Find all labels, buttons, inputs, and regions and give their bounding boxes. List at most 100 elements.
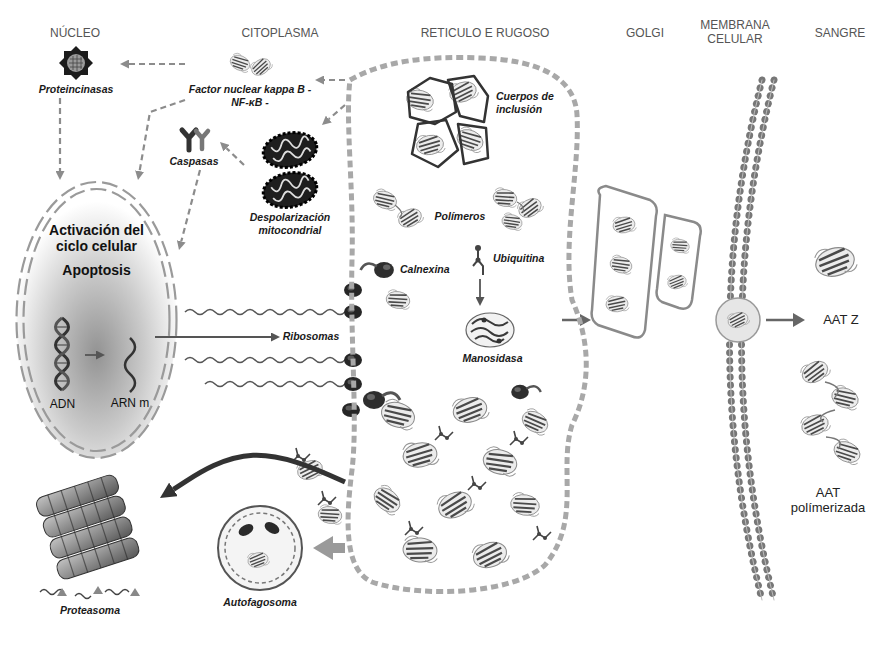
- node-label: Autofagosoma: [205, 596, 315, 609]
- er-folding-proteins: [363, 385, 553, 572]
- autophagosome-icon: [246, 549, 270, 569]
- inclusion-body-node-outline: [458, 124, 488, 164]
- polymer-chains: [515, 194, 545, 222]
- er-region-outline: [345, 22, 595, 592]
- er-folding-proteins: [468, 476, 486, 490]
- mrna-strands: [185, 358, 345, 363]
- protein-label: AAT Z: [810, 312, 872, 327]
- aat-z-protein: [812, 242, 858, 281]
- caspase-icon: [196, 131, 208, 149]
- mitochondria-icon: [270, 176, 311, 202]
- node-label: RETICULO E RUGOSO: [375, 26, 595, 40]
- polymer-chains: [371, 187, 400, 212]
- aat-polymer: [831, 437, 865, 467]
- secretion-arrow: [766, 313, 805, 327]
- er-folding-proteins: [510, 431, 528, 445]
- kinase-node: Proteincinasas: [32, 45, 120, 98]
- column-header: SANGRE: [808, 26, 872, 40]
- inclusion-body-node: Cuerpos de inclusión: [400, 72, 558, 172]
- mrna-strands: [185, 310, 345, 387]
- pathway-arrow: [129, 63, 185, 65]
- aat-z-protein: [812, 242, 858, 281]
- mitochondria-icon: [260, 129, 319, 212]
- column-header: CITOPLASMA: [230, 26, 330, 40]
- golgi-cisternae: [612, 214, 637, 234]
- dna-helix: [56, 318, 69, 390]
- pathway-arrow: [333, 543, 345, 553]
- node-label: Ubiquitina: [493, 252, 556, 265]
- aat-polymer: [829, 383, 862, 412]
- node-label: Apoptosis: [41, 262, 152, 278]
- golgi-cisternae: [592, 186, 657, 338]
- mannosidase-icon: [497, 339, 502, 344]
- protein-label: AAT polímerizada: [782, 485, 874, 515]
- node-label: Proteincinasas: [34, 83, 118, 96]
- pathway-arrow: [59, 98, 61, 171]
- ubiquitin-icon: [475, 245, 481, 251]
- proteasome-icon: [57, 586, 140, 596]
- mitochondria-icon: [260, 129, 319, 172]
- autophagosome-node: Autofagosoma: [205, 502, 315, 611]
- secretory-vesicle: [716, 298, 760, 342]
- inclusion-body-proteins: [415, 132, 446, 157]
- er-folding-proteins: [509, 491, 542, 517]
- node-label: Proteasoma: [20, 604, 160, 617]
- golgi-cisternae: [657, 215, 701, 309]
- node-label: Manosidasa: [445, 352, 540, 365]
- node-label: Cuerpos de inclusión: [496, 90, 558, 116]
- er-folding-proteins: [378, 397, 420, 433]
- nfkb-icon: [228, 51, 274, 78]
- secretion-arrow: [793, 313, 805, 327]
- caspase-icon: [182, 130, 208, 150]
- nucleus-ellipse: Activación del ciclo celularApoptosisADN…: [14, 180, 179, 460]
- proteasome-node: Proteasoma: [20, 468, 160, 619]
- nucleus-ellipse-outline: [17, 182, 177, 458]
- connector-group: [60, 64, 480, 548]
- golgi-cisternae: [608, 254, 634, 276]
- node-label: ADN: [40, 397, 85, 411]
- aat-polymer: [821, 382, 841, 449]
- kinase-icon: [67, 54, 85, 72]
- mitochondria-icon: [260, 169, 319, 212]
- mitochondria-icon: [260, 169, 319, 212]
- er-folding-proteins: [369, 482, 406, 518]
- nfkb-icon: [228, 51, 253, 74]
- nfkb-icon: [248, 54, 274, 78]
- golgi-cisternae: [670, 237, 691, 254]
- golgi-cisternae: [605, 294, 629, 312]
- kinase-icon: [59, 46, 93, 80]
- dna-helix: [56, 318, 69, 390]
- pathway-arrow: [173, 455, 345, 489]
- nucleus-ellipse-outline: [24, 189, 170, 451]
- er-folding-proteins: [434, 485, 476, 523]
- inclusion-body-node-outline: [400, 72, 558, 172]
- ubiquitin-icon: [476, 258, 481, 263]
- rna-strand: [125, 338, 135, 392]
- node-label: Activación del ciclo celular: [41, 222, 152, 254]
- mitochondria-icon: [270, 136, 311, 162]
- secretory-vesicle: [726, 309, 751, 330]
- rna-strand: [125, 338, 135, 392]
- er-folding-proteins: [405, 521, 423, 535]
- column-header: MEMBRANA CELULAR: [693, 18, 777, 46]
- proteasome-icon: [34, 473, 140, 581]
- nfkb-node: Factor nuclear kappa B - NF-κB -: [185, 45, 315, 111]
- ubiquitinated-proteins: [292, 448, 344, 525]
- polymer-chains: [371, 187, 545, 232]
- polymer-chains: [492, 187, 519, 209]
- ubiquitin-node: Ubiquitina: [468, 240, 556, 279]
- mitochondria-node: Despolarización mitocondrial: [244, 125, 336, 239]
- calnexin-icon: [385, 289, 412, 311]
- er-folding-proteins: [518, 406, 552, 438]
- pathway-arrow: [329, 105, 345, 119]
- er-folding-proteins: [533, 526, 551, 540]
- pathway-arrow: [85, 354, 96, 356]
- aat-polymer: [798, 356, 865, 467]
- inclusion-body-proteins: [404, 77, 487, 157]
- er-folding-proteins: [469, 536, 511, 572]
- pathway-arrow: [324, 79, 345, 81]
- er-region-outline: [348, 58, 586, 592]
- inclusion-body-node-outline: [448, 76, 488, 122]
